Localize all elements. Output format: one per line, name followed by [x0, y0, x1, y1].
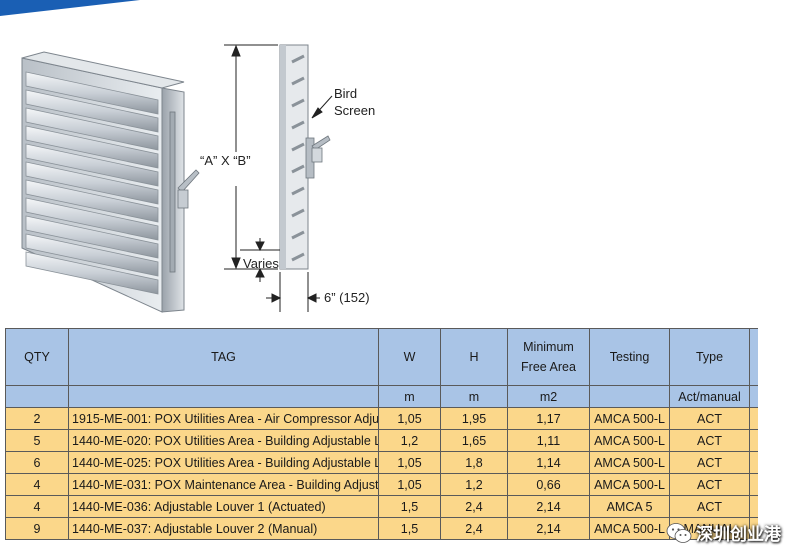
- cell-testing: AMCA 500-L: [589, 429, 670, 452]
- table-header-row: QTY TAG W H Minimum Free Area Testing Ty…: [5, 328, 758, 386]
- cell-tag: 1440-ME-031: POX Maintenance Area - Buil…: [68, 473, 379, 496]
- wechat-icon: [666, 522, 692, 544]
- louver-diagram-svg: “A” X “B” Bird Screen Varies 6” (152): [21, 44, 375, 313]
- cell-h: 2,4: [440, 517, 508, 540]
- cell-extra: [749, 451, 758, 474]
- cell-area: 2,14: [507, 517, 590, 540]
- watermark-text: 深圳创业港: [696, 525, 781, 544]
- cell-extra: [749, 473, 758, 496]
- cell-testing: AMCA 500-L: [589, 451, 670, 474]
- cell-testing: AMCA 5: [589, 495, 670, 518]
- louver-figure: “A” X “B” Bird Screen Varies 6” (152): [0, 20, 795, 320]
- cell-qty: 9: [5, 517, 69, 540]
- cell-extra: [749, 407, 758, 430]
- cell-w: 1,05: [378, 407, 441, 430]
- cell-h: 1,65: [440, 429, 508, 452]
- unit-w: m: [378, 385, 441, 408]
- cell-type: ACT: [669, 495, 750, 518]
- table-units-row: m m m2 Act/manual: [5, 385, 758, 408]
- cell-area: 1,17: [507, 407, 590, 430]
- cell-type: ACT: [669, 407, 750, 430]
- cell-testing: AMCA 500-L: [589, 517, 670, 540]
- col-header-qty: QTY: [5, 328, 69, 386]
- cell-type: ACT: [669, 451, 750, 474]
- cell-area: 0,66: [507, 473, 590, 496]
- unit-testing: [589, 385, 670, 408]
- unit-type: Act/manual: [669, 385, 750, 408]
- cell-w: 1,5: [378, 517, 441, 540]
- cell-qty: 2: [5, 407, 69, 430]
- cell-qty: 4: [5, 495, 69, 518]
- cell-qty: 4: [5, 473, 69, 496]
- cell-w: 1,05: [378, 451, 441, 474]
- cell-testing: AMCA 500-L: [589, 473, 670, 496]
- cell-testing: AMCA 500-L: [589, 407, 670, 430]
- unit-qty: [5, 385, 69, 408]
- cell-area: 2,14: [507, 495, 590, 518]
- min-free-area-line2: Free Area: [521, 360, 576, 374]
- col-header-type: Type: [669, 328, 750, 386]
- cell-w: 1,05: [378, 473, 441, 496]
- table-row: 4 1440-ME-031: POX Maintenance Area - Bu…: [5, 473, 758, 496]
- cell-qty: 6: [5, 451, 69, 474]
- col-header-tag: TAG: [68, 328, 379, 386]
- table-row: 6 1440-ME-025: POX Utilities Area - Buil…: [5, 451, 758, 474]
- cell-h: 1,95: [440, 407, 508, 430]
- cell-h: 1,2: [440, 473, 508, 496]
- unit-extra: [749, 385, 758, 408]
- louver-perspective-image: [21, 51, 200, 313]
- varies-label: Varies: [243, 256, 279, 271]
- cell-tag: 1440-ME-036: Adjustable Louver 1 (Actuat…: [68, 495, 379, 518]
- cell-area: 1,14: [507, 451, 590, 474]
- depth-label: 6” (152): [324, 290, 370, 305]
- table-row: 9 1440-ME-037: Adjustable Louver 2 (Manu…: [5, 517, 758, 540]
- dimension-ab-label: “A” X “B”: [200, 153, 251, 168]
- min-free-area-line1: Minimum: [523, 340, 574, 354]
- cell-tag: 1440-ME-037: Adjustable Louver 2 (Manual…: [68, 517, 379, 540]
- cell-h: 1,8: [440, 451, 508, 474]
- unit-min-free-area: m2: [507, 385, 590, 408]
- col-header-min-free-area: Minimum Free Area: [507, 328, 590, 386]
- cell-w: 1,5: [378, 495, 441, 518]
- dimension-lines: [224, 44, 333, 312]
- watermark: 深圳创业港: [666, 520, 781, 545]
- cell-h: 2,4: [440, 495, 508, 518]
- col-header-w: W: [378, 328, 441, 386]
- table-row: 2 1915-ME-001: POX Utilities Area - Air …: [5, 407, 758, 430]
- cell-type: ACT: [669, 429, 750, 452]
- col-header-testing: Testing: [589, 328, 670, 386]
- cell-tag: 1440-ME-020: POX Utilities Area - Buildi…: [68, 429, 379, 452]
- cell-qty: 5: [5, 429, 69, 452]
- col-header-extra: [749, 328, 758, 386]
- unit-h: m: [440, 385, 508, 408]
- col-header-h: H: [440, 328, 508, 386]
- cell-tag: 1915-ME-001: POX Utilities Area - Air Co…: [68, 407, 379, 430]
- louver-schedule-table: QTY TAG W H Minimum Free Area Testing Ty…: [5, 328, 758, 540]
- louver-side-view: [279, 44, 331, 270]
- cell-area: 1,11: [507, 429, 590, 452]
- accent-bar: [0, 0, 140, 16]
- cell-type: ACT: [669, 473, 750, 496]
- table-row: 4 1440-ME-036: Adjustable Louver 1 (Actu…: [5, 495, 758, 518]
- bird-screen-label-1: Bird: [334, 86, 357, 101]
- cell-extra: [749, 429, 758, 452]
- bird-screen-label-2: Screen: [334, 103, 375, 118]
- cell-extra: [749, 495, 758, 518]
- table-row: 5 1440-ME-020: POX Utilities Area - Buil…: [5, 429, 758, 452]
- unit-tag: [68, 385, 379, 408]
- cell-w: 1,2: [378, 429, 441, 452]
- cell-extra: [749, 517, 758, 540]
- cell-tag: 1440-ME-025: POX Utilities Area - Buildi…: [68, 451, 379, 474]
